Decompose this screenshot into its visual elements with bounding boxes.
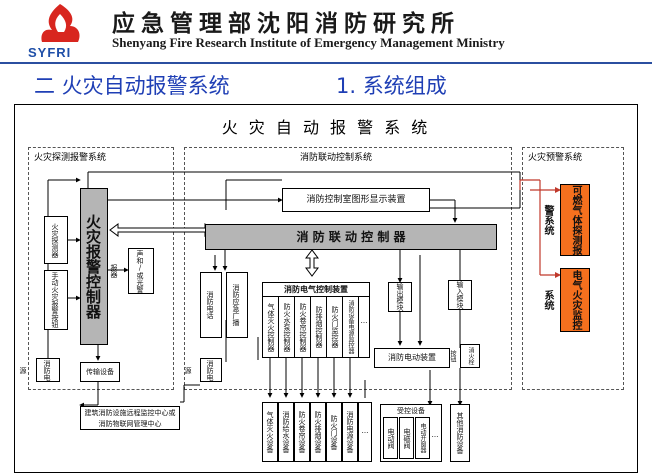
graphic-display-device: 消防控制室图形显示装置 xyxy=(282,188,430,212)
group-detect xyxy=(28,147,174,390)
group-linkage xyxy=(184,147,512,390)
fire-phone: 消防电话 xyxy=(200,272,222,338)
electric-fire-monitoring: 电气火灾监控系统 xyxy=(542,268,590,332)
fire-alarm-controller: 火灾报警控制器 xyxy=(80,188,108,345)
controlled-item: 电动阀 xyxy=(383,417,398,459)
controlled-item: 电磁阀 xyxy=(399,417,414,459)
linkage-controller: 消 防 联 动 控 制 器 xyxy=(205,224,497,250)
bottom-item: 消防电源设备 xyxy=(342,402,358,462)
electric-device: 消防电动装置 xyxy=(374,348,450,368)
emergency-broadcast: 消防应急广播 xyxy=(226,272,248,338)
manual-alarm-button: 手动火灾报警按钮 xyxy=(44,270,68,330)
monitoring-center: 建筑消防设施远程监控中心或消防物联网管理中心 xyxy=(80,406,180,430)
bottom-item: 防火卷帘设备 xyxy=(294,402,310,462)
bottom-item: … xyxy=(358,402,372,462)
controlled-devices: 受控设备 电动阀 电磁阀 电动开窗器 … xyxy=(380,404,442,462)
group-warning-label: 火灾预警系统 xyxy=(528,153,583,163)
bottom-item: 消防给水设备 xyxy=(278,402,294,462)
ec-item: 防排烟控制器 xyxy=(311,297,327,357)
ec-item: 防火水泵控制器 xyxy=(279,297,295,357)
controlled-item: … xyxy=(431,431,439,439)
bottom-item: 防火排烟设备 xyxy=(310,402,326,462)
header-rule xyxy=(0,62,652,64)
transmission-device: 传输设备 xyxy=(80,362,120,382)
electric-control-device: 消防电气控制装置 气体灭火控制器 防火水泵控制器 防火卷帘控制器 防排烟控制器 … xyxy=(262,282,370,358)
section-heading: 二 火灾自动报警系统 xyxy=(34,74,230,98)
group-detect-label: 火灾探测报警系统 xyxy=(34,153,107,163)
fire-detector: 火灾探测器 xyxy=(44,216,68,264)
hydrant-button: 消火栓按钮 xyxy=(449,344,480,368)
ec-item: 防火卷帘控制器 xyxy=(295,297,311,357)
diagram-title: 火 灾 自 动 报 警 系 统 xyxy=(221,118,431,137)
controlled-item: 电动开窗器 xyxy=(415,417,430,459)
other-equipment: 其他消防设备 xyxy=(450,404,470,462)
sound-light-alarm: 声和/或光警报器 xyxy=(110,248,154,294)
ec-item: 消防设备电源监控器 xyxy=(343,297,359,357)
logo-text: SYFRI xyxy=(28,45,72,60)
power-supply-1: 消防电源 xyxy=(19,358,60,382)
output-module: 输出模块 xyxy=(388,282,412,312)
gas-detection-system: 可燃气体探测报警系统 xyxy=(542,184,590,256)
institute-title: 应急管理部沈阳消防研究所 xyxy=(112,10,460,37)
bottom-item: 气体灭火设备 xyxy=(262,402,278,462)
input-module: 输入模块 xyxy=(448,280,472,310)
power-supply-2: 消防电源 xyxy=(184,358,222,382)
electric-control-label: 消防电气控制装置 xyxy=(263,283,369,297)
ec-item: 防火门监控器 xyxy=(327,297,343,357)
controlled-group-label: 受控设备 xyxy=(397,407,425,415)
institute-subtitle: Shenyang Fire Research Institute of Emer… xyxy=(112,35,505,50)
section-subheading: 1. 系统组成 xyxy=(336,74,447,98)
ec-item: … xyxy=(360,317,368,325)
bottom-item: 防火门设备 xyxy=(326,402,342,462)
group-warning xyxy=(522,147,624,390)
logo-mark xyxy=(41,4,80,42)
ec-item: 气体灭火控制器 xyxy=(263,297,279,357)
group-linkage-label: 消防联动控制系统 xyxy=(300,153,373,163)
